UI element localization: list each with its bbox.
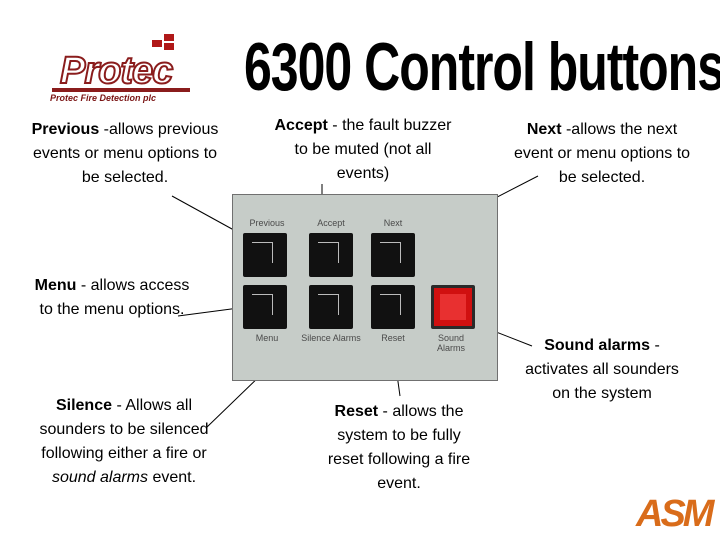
accept-button[interactable] [309, 233, 353, 277]
silence-alarms-button[interactable] [309, 285, 353, 329]
panel-label-next: Next [363, 218, 423, 228]
previous-description: Previous -allows previous events or menu… [30, 118, 220, 190]
sound-alarms-description: Sound alarms - activates all sounders on… [524, 334, 680, 406]
menu-description: Menu - allows access to the menu options… [34, 274, 190, 322]
accept-description: Accept - the fault buzzer to be muted (n… [268, 114, 458, 186]
reset-button[interactable] [371, 285, 415, 329]
menu-button[interactable] [243, 285, 287, 329]
panel-label-silence-alarms: Silence Alarms [301, 333, 361, 343]
panel-label-reset: Reset [363, 333, 423, 343]
asm-logo: ASM [636, 494, 711, 534]
next-button[interactable] [371, 233, 415, 277]
silence-description: Silence - Allows all sounders to be sile… [24, 394, 224, 490]
panel-label-menu: Menu [237, 333, 297, 343]
panel-label-previous: Previous [237, 218, 297, 228]
sound-alarms-button[interactable] [431, 285, 475, 329]
previous-button[interactable] [243, 233, 287, 277]
next-description: Next -allows the next event or menu opti… [508, 118, 696, 190]
panel-label-accept: Accept [301, 218, 361, 228]
reset-description: Reset - allows the system to be fully re… [318, 400, 480, 496]
control-panel: Previous Accept Next Menu Silence Alarms… [232, 194, 498, 381]
panel-label-sound-alarms: Sound Alarms [423, 333, 479, 353]
